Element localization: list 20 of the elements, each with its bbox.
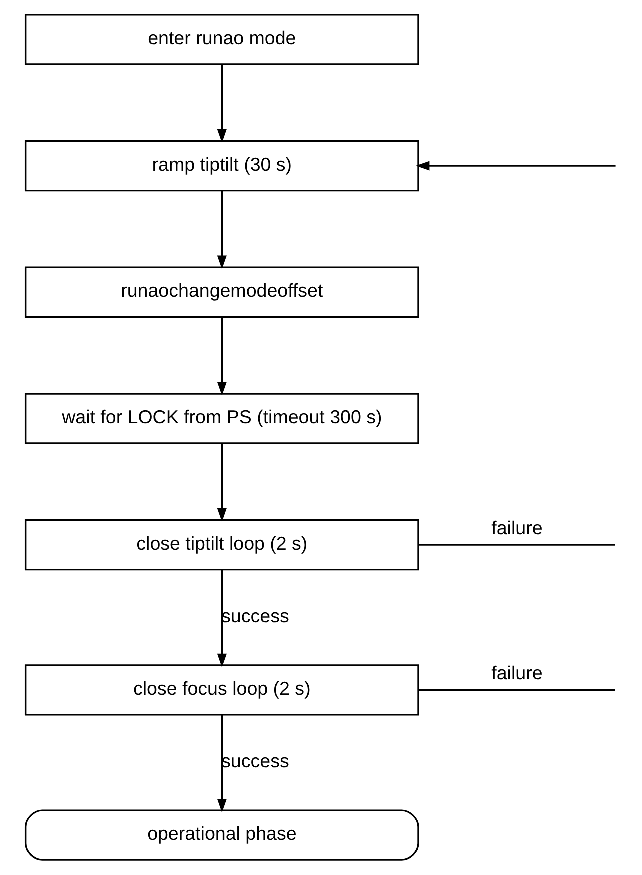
arrow [216, 64, 226, 144]
edge-label: failure [491, 517, 542, 538]
node-box: runaochangemodeoffset [24, 266, 419, 318]
connector [418, 544, 615, 546]
connector [418, 689, 615, 692]
arrow [216, 317, 226, 396]
node-box: enter runao mode [24, 14, 419, 66]
node-box: operational phase [24, 810, 419, 861]
arrow [216, 444, 226, 522]
node-box: close tiptilt loop (2 s) [24, 519, 419, 571]
edge-label: success [221, 605, 289, 626]
edge-label: failure [491, 662, 542, 684]
node-box: wait for LOCK from PS (timeout 300 s) [24, 393, 419, 444]
arrow [216, 190, 226, 270]
node-box: ramp tiptilt (30 s) [24, 140, 419, 192]
arrow [216, 570, 226, 668]
arrow [216, 715, 226, 813]
arrow [416, 161, 616, 171]
node-box: close focus loop (2 s) [24, 664, 419, 716]
edge-label: success [221, 750, 289, 772]
